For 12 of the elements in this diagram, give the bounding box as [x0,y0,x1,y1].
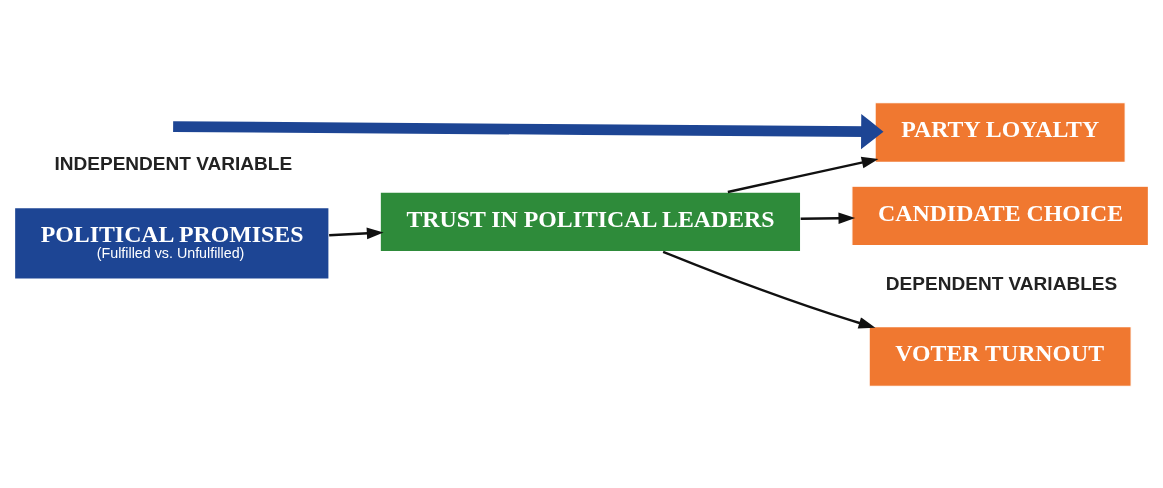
node-box: TRUST IN POLITICAL LEADERS [379,191,802,252]
node-box: CANDIDATE CHOICE [851,185,1150,246]
arrow [329,227,384,239]
arrow [800,211,856,224]
label: INDEPENDENT VARIABLE [54,152,293,174]
arrow [727,156,879,193]
node-box: POLITICAL PROMISES (Fulfilled vs. Unfulfilled) [13,206,330,280]
arrow [173,113,884,149]
arrow [662,250,876,329]
node-box: VOTER TURNOUT [868,325,1132,387]
node-box: PARTY LOYALTY [874,101,1126,163]
label: DEPENDENT VARIABLES [885,272,1118,294]
